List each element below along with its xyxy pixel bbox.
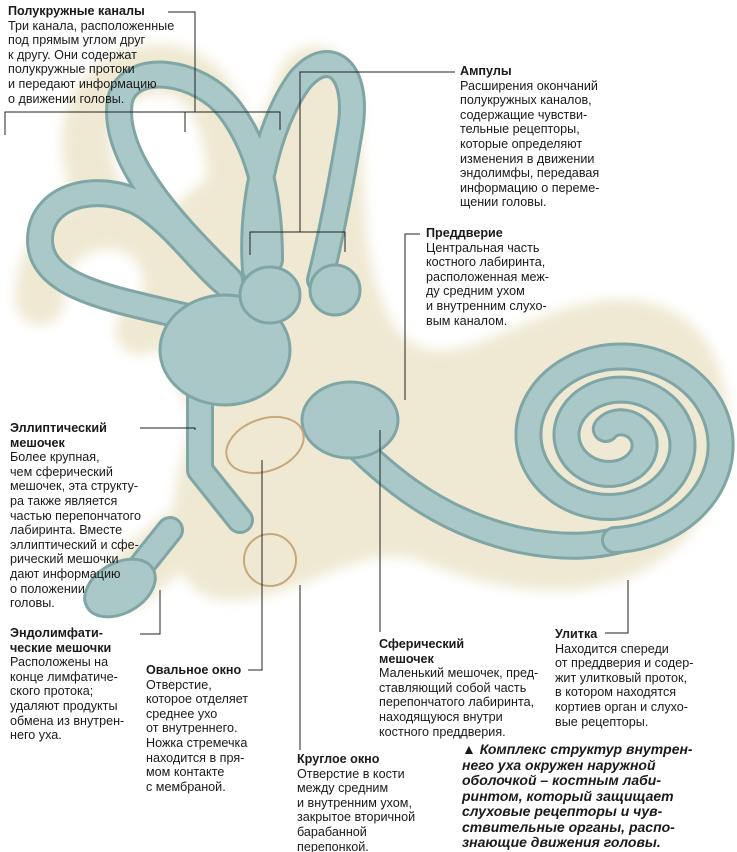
semicircular-canals-text: Три канала, расположенные под прямым угл…	[8, 18, 175, 106]
label-vestibule: Преддверие Центральная часть костного ла…	[426, 226, 549, 328]
oval-window-outline	[225, 415, 305, 475]
label-saccule: Сферический мешочек Маленький мешочек, п…	[379, 637, 538, 739]
endolymphatic-title: Эндолимфати- ческие мешочки	[10, 626, 112, 655]
vestibule-text: Центральная часть костного лабиринта, ра…	[426, 240, 550, 328]
label-oval-window: Овальное окно Отверстие, которое отделяе…	[146, 663, 248, 794]
membranous-labyrinth	[26, 64, 735, 619]
utricle-shape	[158, 293, 292, 407]
endolymphatic-text: Расположены на конце лимфатиче- ского пр…	[10, 655, 125, 743]
label-round-window: Круглое окно Отверстие в кости между сре…	[297, 752, 415, 852]
round-window-title: Круглое окно	[297, 752, 380, 766]
round-window-outline	[243, 533, 297, 587]
semicircular-canals-title: Полукружные каналы	[8, 4, 145, 18]
caption: ▲ Комплекс структур внутрен- него уха ок…	[462, 741, 693, 850]
oval-window-text: Отверстие, которое отделяет среднее ухо …	[146, 677, 249, 794]
label-ampulla: Ампулы Расширения окончаний полукружных …	[460, 64, 599, 210]
ampulla-text: Расширения окончаний полукружных каналов…	[460, 78, 600, 210]
label-endolymphatic-sac: Эндолимфати- ческие мешочки Расположены …	[10, 626, 124, 743]
cochlea-text: Находится спереди от преддверия и содер-…	[555, 641, 694, 729]
label-utricle: Эллиптический мешочек Более крупная, чем…	[10, 421, 141, 611]
utricle-title: Эллиптический мешочек	[10, 421, 107, 450]
leader-lines	[4, 11, 629, 750]
label-semicircular-canals: Полукружные каналы Три канала, расположе…	[8, 4, 174, 106]
round-window-text: Отверстие в кости между средним и внутре…	[297, 766, 416, 852]
ampulla-title: Ампулы	[460, 64, 512, 78]
cochlea-title: Улитка	[555, 627, 598, 641]
utricle-text: Более крупная, чем сферический мешочек, …	[10, 450, 141, 611]
saccule-title: Сферический мешочек	[379, 637, 465, 666]
label-cochlea: Улитка Находится спереди от преддверия и…	[555, 627, 693, 729]
saccule-shape	[300, 380, 400, 460]
saccule-text: Маленький мешочек, пред- ставляющий собо…	[379, 666, 539, 739]
vestibule-title: Преддверие	[426, 226, 503, 240]
oval-window-title: Овальное окно	[146, 663, 242, 677]
endolymphatic-sac-shape	[83, 557, 157, 619]
